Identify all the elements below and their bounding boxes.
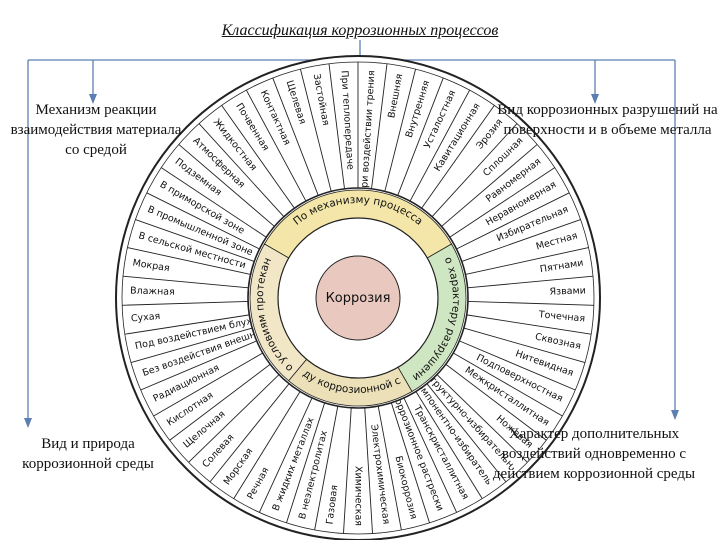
segment-divider: [459, 340, 576, 391]
segment-label: Влажная: [130, 285, 175, 297]
wheel-core: [315, 255, 401, 341]
segment-divider: [445, 363, 547, 441]
segment-divider: [169, 363, 271, 441]
segment-label: Язвами: [549, 285, 586, 297]
segment-divider: [130, 327, 253, 364]
wheel-center-label: Коррозия: [326, 291, 391, 306]
segment-divider: [328, 63, 345, 189]
segment-divider: [415, 391, 483, 499]
segment-divider: [286, 402, 326, 524]
segment-divider: [245, 89, 307, 202]
diagram-title: Классификация коррозионных процессов: [221, 22, 499, 39]
segment-label: Химическая: [353, 466, 364, 526]
segment-divider: [299, 69, 332, 192]
segment-divider: [209, 383, 290, 483]
segment-divider: [178, 144, 275, 227]
segment-divider: [124, 314, 250, 335]
segment-label: Газовая: [325, 484, 341, 525]
segment-divider: [135, 219, 255, 262]
segment-divider: [258, 397, 313, 513]
segment-label: Точечная: [537, 309, 585, 324]
segment-divider: [272, 77, 319, 196]
segment-divider: [449, 167, 555, 238]
segment-divider: [441, 144, 538, 227]
segment-divider: [153, 352, 263, 417]
segment-divider: [122, 275, 249, 289]
segment-divider: [364, 407, 373, 534]
segment-divider: [188, 374, 280, 463]
segment-divider: [146, 192, 260, 250]
segment-divider: [122, 300, 249, 306]
segment-divider: [467, 300, 594, 306]
label-reaction-mechanism: Механизм реакции взаимодействия материал…: [10, 102, 182, 158]
segment-divider: [314, 406, 339, 531]
arrowheads: [24, 94, 679, 428]
segment-label: Сухая: [130, 311, 160, 325]
segment-divider: [467, 275, 594, 289]
segment-divider: [221, 105, 295, 209]
segment-divider: [461, 219, 581, 262]
segment-divider: [140, 340, 257, 391]
segment-divider: [456, 192, 570, 250]
segment-divider: [127, 247, 251, 275]
label-additional-impacts: Характер дополнительных воздействий одно…: [492, 426, 696, 482]
segment-divider: [198, 123, 285, 218]
segment-divider: [465, 247, 589, 275]
segment-divider: [403, 397, 458, 513]
segment-divider: [466, 314, 592, 335]
label-destruction-type: Вид коррозионных разрушений на поверхнос…: [497, 102, 718, 138]
segment-divider: [463, 327, 586, 364]
segment-divider: [161, 167, 267, 238]
segment-divider: [377, 406, 402, 531]
segment-divider: [409, 89, 471, 202]
segment-divider: [384, 69, 417, 192]
segment-divider: [431, 123, 518, 218]
segment-divider: [453, 352, 563, 417]
segment-divider: [436, 374, 528, 463]
segment-divider: [426, 383, 507, 483]
segment-divider: [343, 407, 352, 534]
segment-divider: [371, 63, 388, 189]
label-environment-type: Вид и природа коррозионной среды: [22, 436, 154, 472]
segment-divider: [390, 402, 430, 524]
segment-divider: [421, 105, 495, 209]
segment-divider: [233, 391, 301, 499]
segment-divider: [397, 77, 444, 196]
